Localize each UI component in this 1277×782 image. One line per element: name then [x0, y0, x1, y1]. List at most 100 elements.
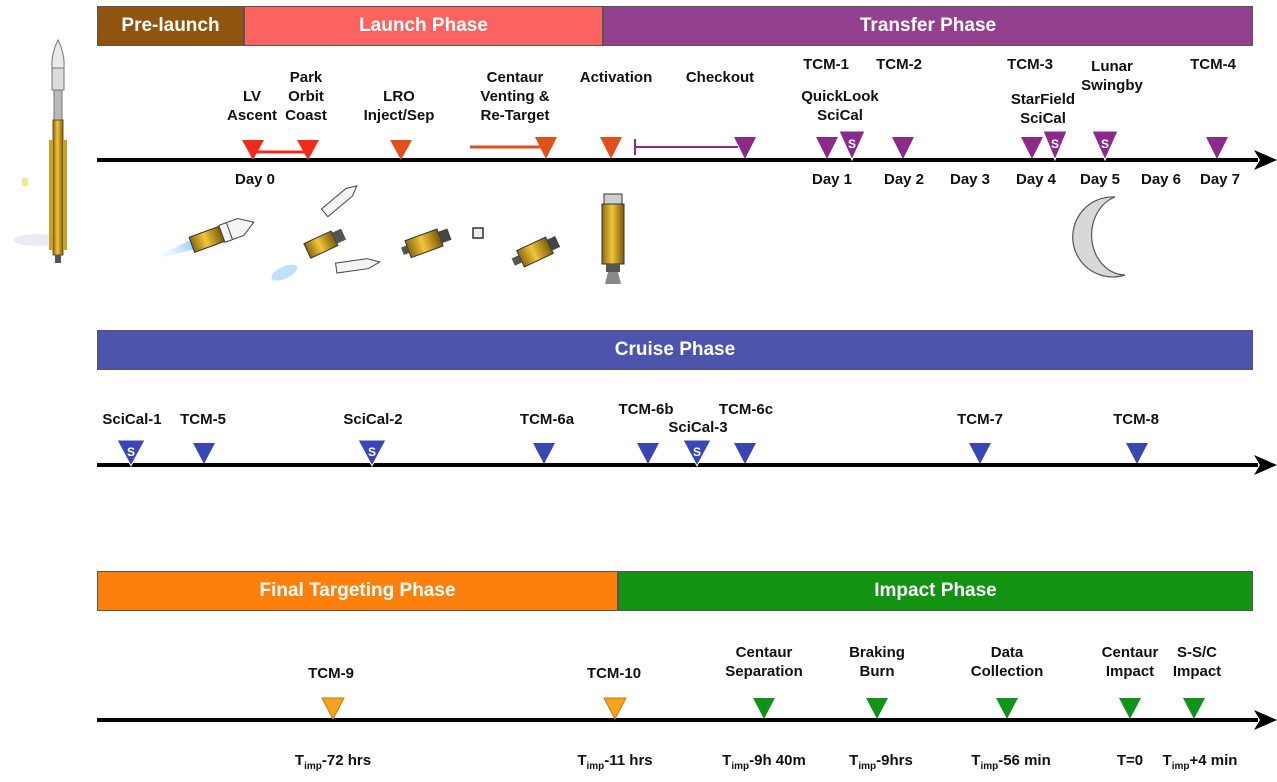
svg-text:S: S — [1101, 137, 1109, 151]
label-tcm-7: TCM-7 — [957, 411, 1003, 428]
timeline-1-axis — [97, 150, 1277, 170]
label-scical-2: SciCal-2 — [343, 411, 403, 428]
svg-text:S: S — [127, 445, 135, 459]
fairing-half-upper — [320, 185, 358, 218]
marker-tcm-2 — [892, 137, 914, 159]
time-label-ssc-impact: Timp+4 min — [1162, 752, 1238, 772]
marker-tcm-9 — [321, 697, 345, 721]
fairing-half-lower — [334, 258, 382, 274]
spacecraft-stage-4 — [511, 235, 561, 268]
marker-lv-ascent — [242, 140, 264, 160]
marker-scical-1: S — [116, 439, 146, 468]
checkout-span-bracket — [634, 139, 738, 155]
day-label-3: Day 3 — [949, 171, 991, 188]
marker-centaur-impact — [1119, 698, 1141, 719]
moon-icon — [1072, 196, 1126, 278]
marker-centaur-separation — [753, 698, 775, 719]
svg-text:S: S — [848, 137, 856, 151]
time-label-data-collection: Timp-56 min — [971, 752, 1051, 772]
launch-vehicle-illustration — [14, 38, 67, 263]
label-tcm-2: TCM-2 — [876, 56, 922, 73]
spacecraft-stage-3 — [401, 228, 452, 259]
day-label-1: Day 1 — [811, 171, 853, 188]
marker-ssc-impact — [1183, 698, 1205, 719]
marker-scical-2: S — [357, 439, 387, 468]
label-tcm-9: TCM-9 — [308, 665, 354, 682]
time-label-separation: Timp-9h 40m — [722, 752, 806, 772]
label-tcm-4: TCM-4 — [1190, 56, 1236, 73]
svg-text:S: S — [693, 445, 701, 459]
marker-centaur-venting — [535, 137, 557, 159]
label-tcm-1: TCM-1 — [803, 56, 849, 73]
label-tcm-3: TCM-3 — [1007, 56, 1053, 73]
marker-tcm-6a — [533, 443, 555, 464]
phase-launch: Launch Phase — [244, 6, 603, 46]
label-scical-3: SciCal-3 — [668, 419, 728, 436]
label-checkout: Checkout — [685, 69, 755, 86]
phase-prelaunch: Pre-launch — [97, 6, 244, 46]
label-activation: Activation — [579, 69, 653, 86]
marker-lro-inject — [390, 140, 412, 160]
marker-starfield-scical: S — [1042, 130, 1068, 162]
phase-impact: Impact Phase — [618, 571, 1253, 611]
time-label-tcm-10: Timp-11 hrs — [577, 752, 653, 772]
label-tcm-10: TCM-10 — [586, 665, 642, 682]
marker-tcm-8 — [1126, 443, 1148, 464]
day-label-6: Day 6 — [1140, 171, 1182, 188]
timeline-2-axis — [97, 455, 1277, 475]
marker-braking-burn — [866, 698, 888, 719]
timeline-3-axis — [97, 710, 1277, 730]
phase-cruise: Cruise Phase — [97, 330, 1253, 370]
marker-lunar-swingby: S — [1091, 130, 1119, 162]
day-label-2: Day 2 — [883, 171, 925, 188]
svg-text:S: S — [1051, 137, 1059, 151]
label-tcm-6b: TCM-6b — [618, 401, 674, 418]
marker-scical-3: S — [682, 439, 712, 468]
marker-tcm-6b — [637, 443, 659, 464]
marker-activation — [600, 137, 622, 159]
day-label-5: Day 5 — [1079, 171, 1121, 188]
marker-tcm-4 — [1206, 137, 1228, 159]
phase-final-targeting: Final Targeting Phase — [97, 571, 618, 611]
marker-quicklook-scical: S — [838, 130, 866, 162]
label-tcm-6c: TCM-6c — [718, 401, 774, 418]
day-label-0: Day 0 — [234, 171, 276, 188]
time-label-tcm-9: Timp-72 hrs — [294, 752, 372, 772]
marker-tcm-5 — [193, 443, 215, 464]
marker-tcm-7 — [969, 443, 991, 464]
marker-tcm-6c — [734, 443, 756, 464]
day-label-7: Day 7 — [1199, 171, 1241, 188]
marker-data-collection — [996, 698, 1018, 719]
lro-separated — [472, 227, 484, 239]
day-label-4: Day 4 — [1015, 171, 1057, 188]
spacecraft-stage-2 — [271, 228, 347, 281]
label-tcm-6a: TCM-6a — [519, 411, 575, 428]
svg-text:S: S — [368, 445, 376, 459]
spacecraft-stage-1 — [148, 218, 255, 261]
marker-park-orbit — [297, 140, 319, 160]
marker-checkout — [734, 137, 756, 159]
marker-tcm-3 — [1021, 137, 1043, 159]
marker-tcm-1 — [816, 137, 838, 159]
centaur-activated — [601, 193, 625, 284]
time-label-centaur-impact: T=0 — [1116, 752, 1144, 769]
time-label-braking: Timp-9hrs — [849, 752, 913, 772]
label-tcm-5: TCM-5 — [180, 411, 226, 428]
label-tcm-8: TCM-8 — [1113, 411, 1159, 428]
label-scical-1: SciCal-1 — [102, 411, 162, 428]
marker-tcm-10 — [603, 697, 627, 721]
phase-transfer: Transfer Phase — [603, 6, 1253, 46]
